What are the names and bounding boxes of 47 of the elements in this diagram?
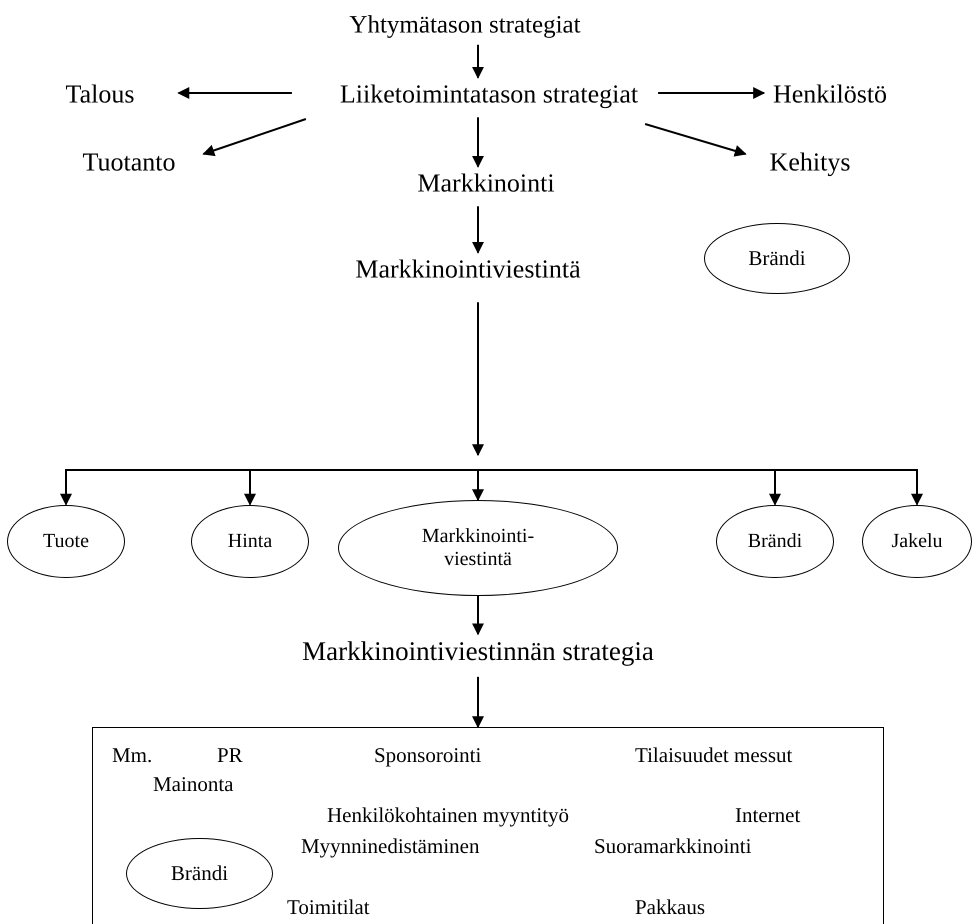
ellipse-node — [7, 504, 125, 578]
list-item: Sponsorointi — [374, 744, 482, 768]
ellipse-node — [338, 500, 618, 596]
arrow — [472, 302, 484, 456]
heading-text: Markkinointiviestintä — [355, 256, 581, 284]
ellipse-node — [716, 504, 834, 578]
node-label: Brändi — [170, 861, 228, 886]
arrow — [202, 118, 306, 156]
list-item: Toimitilat — [287, 896, 370, 920]
arrow — [472, 117, 484, 168]
node-label: Brändi — [748, 246, 806, 270]
list-box — [92, 727, 884, 924]
heading-text: Markkinointi — [417, 170, 555, 198]
ellipse-node — [704, 222, 850, 294]
list-item: Internet — [735, 804, 800, 828]
heading-text: Markkinointiviestinnän strategia — [302, 637, 654, 667]
arrow — [472, 469, 484, 502]
list-item: Pakkaus — [635, 896, 705, 920]
heading-text: Tuotanto — [82, 148, 176, 178]
list-item: Tilaisuudet messut — [635, 744, 792, 768]
ellipse-node — [126, 838, 273, 909]
heading-text: Talous — [66, 80, 134, 110]
node-label: Tuote — [43, 530, 89, 552]
arrow — [472, 676, 484, 728]
list-item: Henkilökohtainen myyntityö — [327, 804, 570, 828]
list-item: Myynninedistäminen — [301, 835, 480, 858]
list-item: Mainonta — [153, 773, 234, 796]
node-label: Brändi — [748, 530, 802, 552]
node-label: Jakelu — [891, 530, 943, 552]
heading-text: Liiketoimintatason strategiat — [340, 80, 638, 110]
heading-text: Yhtymätason strategiat — [349, 11, 581, 39]
ellipse-node — [862, 504, 972, 578]
list-item: Mm. — [112, 744, 152, 768]
list-item: Suoramarkkinointi — [594, 835, 752, 858]
ellipse-node — [191, 504, 309, 578]
arrow — [472, 596, 484, 636]
arrow — [472, 206, 484, 254]
list-item: PR — [217, 744, 243, 768]
node-label: Hinta — [228, 530, 272, 552]
arrow — [472, 44, 484, 79]
arrow — [658, 87, 766, 99]
node-label: Markkinointi-viestintä — [420, 525, 536, 571]
heading-text: Kehitys — [770, 148, 850, 178]
arrow — [644, 123, 747, 157]
arrow — [244, 469, 478, 506]
arrow — [177, 87, 292, 99]
heading-text: Henkilöstö — [772, 80, 888, 110]
